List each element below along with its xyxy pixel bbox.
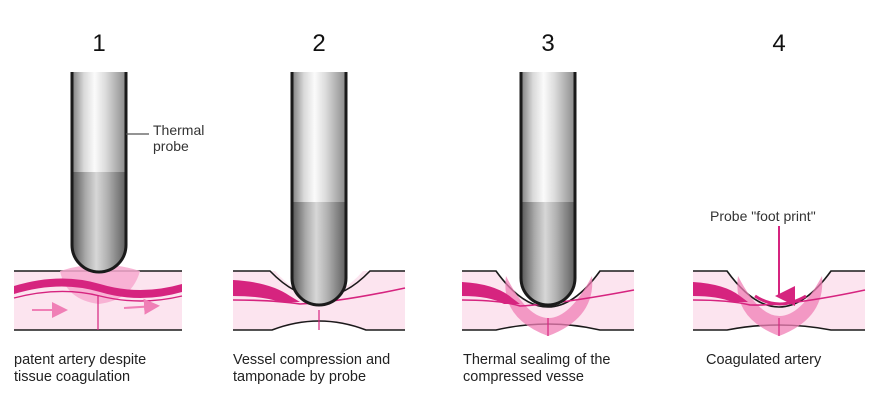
artery-4 <box>693 282 748 302</box>
caption-1-line2: tissue coagulation <box>14 369 131 385</box>
caption-2-line2: tamponade by probe <box>233 369 367 385</box>
caption-3-line2: compressed vesse <box>463 369 584 385</box>
caption-panel-2: Vessel compression and tamponade by prob… <box>233 352 390 386</box>
coagulated-zone-4 <box>737 276 823 336</box>
step-number-3: 3 <box>541 30 555 57</box>
thermal-probe-label: Thermal probe <box>153 122 204 154</box>
seal-zone-3 <box>505 276 593 336</box>
step-number-4: 4 <box>772 30 786 57</box>
caption-4-line1: Coagulated artery <box>706 352 822 368</box>
artery-3 <box>462 282 520 304</box>
thermal-probe-label-line1: Thermal <box>153 122 205 138</box>
panel-2 <box>232 72 406 331</box>
foot-print-label: Probe "foot print" <box>710 208 816 224</box>
panel-3 <box>461 72 635 336</box>
caption-panel-3: Thermal sealimg of the compressed vesse <box>463 352 610 386</box>
step-number-2: 2 <box>312 30 326 57</box>
thermal-probe-3 <box>519 72 577 307</box>
thermal-probe-2 <box>290 72 348 307</box>
step-number-1: 1 <box>92 30 106 57</box>
caption-1-line1: patent artery despite <box>14 352 147 368</box>
caption-2-line1: Vessel compression and <box>233 352 391 368</box>
flow-arrow-right <box>123 298 160 315</box>
caption-panel-4: Coagulated artery <box>706 352 821 369</box>
caption-3-line1: Thermal sealimg of the <box>463 352 611 368</box>
thermal-probe-label-line2: probe <box>153 138 189 154</box>
caption-panel-1: patent artery despite tissue coagulation <box>14 352 146 386</box>
artery-1 <box>14 278 182 298</box>
thermal-probe-1 <box>70 72 128 274</box>
panel-1 <box>13 72 183 331</box>
artery-2 <box>233 280 300 302</box>
panel-4 <box>692 226 866 336</box>
